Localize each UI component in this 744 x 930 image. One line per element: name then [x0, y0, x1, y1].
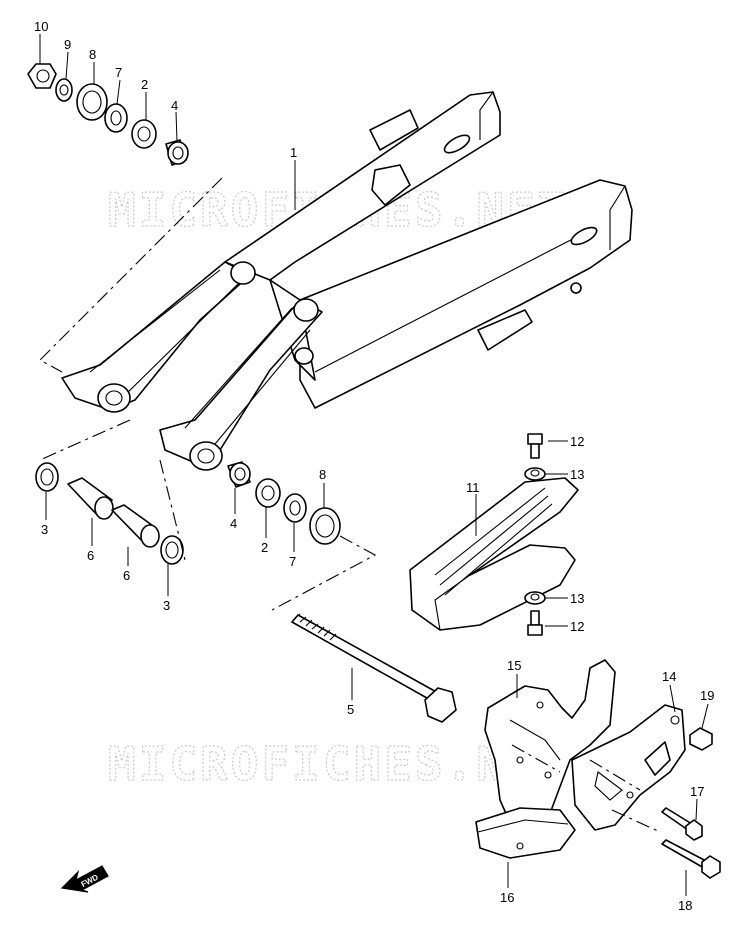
bolt-part-18[interactable]: [661, 839, 721, 879]
washer-part-9[interactable]: [55, 78, 73, 102]
callout-4-lower: 4: [230, 516, 237, 531]
callout-12-upper: 12: [570, 434, 584, 449]
callout-18: 18: [678, 898, 692, 913]
callout-5: 5: [347, 702, 354, 717]
callout-2-upper: 2: [141, 77, 148, 92]
pivot-nut-part-10[interactable]: [27, 63, 57, 89]
chain-slider-part-11[interactable]: [409, 477, 579, 631]
collar-part-6-lower[interactable]: [111, 504, 160, 548]
washer-part-13-lower[interactable]: [524, 591, 546, 605]
assembly-line-center: [159, 459, 186, 561]
bolt-part-19[interactable]: [689, 727, 713, 751]
bolt-part-12-upper[interactable]: [527, 433, 543, 459]
callout-8-upper: 8: [89, 47, 96, 62]
callout-7-upper: 7: [115, 65, 122, 80]
callout-15: 15: [507, 658, 521, 673]
callout-19: 19: [700, 688, 714, 703]
callout-6-lower: 6: [123, 568, 130, 583]
callout-7-lower: 7: [289, 554, 296, 569]
callout-9: 9: [64, 37, 71, 52]
washer-part-7-upper[interactable]: [104, 103, 128, 133]
collar-part-6-upper[interactable]: [67, 477, 114, 520]
callout-11: 11: [466, 480, 480, 495]
callout-8-lower: 8: [319, 467, 326, 482]
dust-seal-part-8-upper[interactable]: [76, 83, 108, 121]
swingarm-part-1[interactable]: [61, 91, 633, 471]
callout-16: 16: [500, 890, 514, 905]
bracket-part-15[interactable]: [484, 659, 616, 846]
callout-1: 1: [290, 145, 297, 160]
bearing-part-4-upper[interactable]: [165, 139, 189, 166]
callout-4-upper: 4: [171, 98, 178, 113]
bearing-part-4-lower[interactable]: [227, 461, 251, 488]
assembly-line-bracket: [511, 744, 661, 833]
dust-seal-part-8-lower[interactable]: [309, 507, 341, 545]
assembly-line-upper: [39, 177, 223, 373]
callout-3-left: 3: [41, 522, 48, 537]
fwd-arrow-icon: FWD: [60, 865, 109, 893]
bolt-part-17[interactable]: [661, 807, 703, 841]
callout-6-upper: 6: [87, 548, 94, 563]
callout-3-right: 3: [163, 598, 170, 613]
bearing-part-3-left[interactable]: [35, 462, 59, 492]
washer-part-13-upper[interactable]: [524, 467, 546, 481]
bolt-part-12-lower[interactable]: [527, 610, 543, 636]
callout-12-lower: 12: [570, 619, 584, 634]
callout-10: 10: [34, 19, 48, 34]
callout-13-lower: 13: [570, 591, 584, 606]
spacer-part-2-upper[interactable]: [131, 119, 157, 149]
guard-part-16[interactable]: [475, 807, 576, 859]
callout-13-upper: 13: [570, 467, 584, 482]
pivot-shaft-part-5[interactable]: [291, 613, 457, 723]
spacer-part-2-lower[interactable]: [255, 478, 281, 508]
callout-17: 17: [690, 784, 704, 799]
bracket-part-14[interactable]: [571, 704, 686, 831]
callout-2-lower: 2: [261, 540, 268, 555]
washer-part-7-lower[interactable]: [283, 493, 307, 523]
callout-14: 14: [662, 669, 676, 684]
assembly-line-shaft: [271, 535, 377, 611]
leader-lines: [39, 34, 709, 896]
assembly-line-left: [39, 419, 131, 461]
